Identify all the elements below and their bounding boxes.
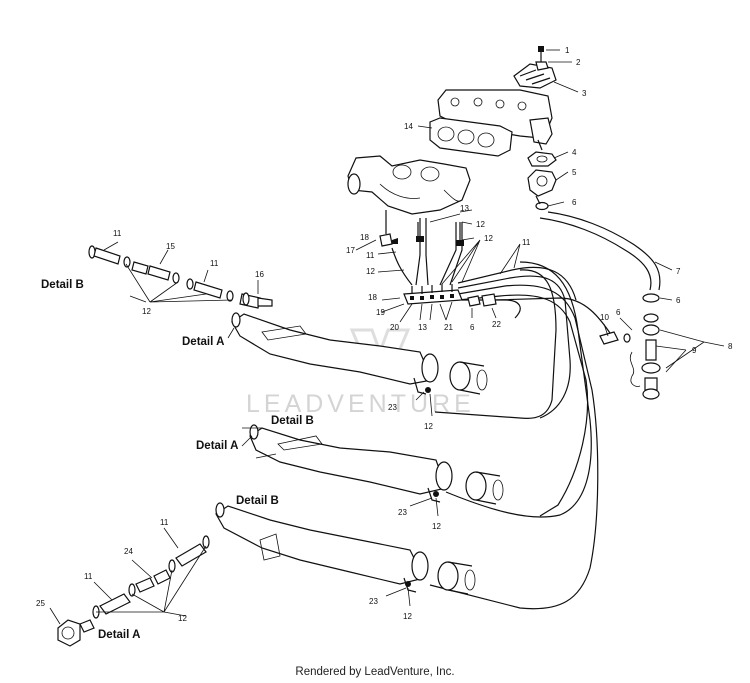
callout-9: 9 <box>692 346 697 355</box>
callout-6: 6 <box>616 308 621 317</box>
detail-a-label: Detail A <box>196 440 238 452</box>
detail-a-assembly <box>57 535 210 647</box>
callout-21: 21 <box>444 323 453 332</box>
callout-11: 11 <box>210 259 219 268</box>
callout-7: 7 <box>676 267 681 276</box>
callout-6: 6 <box>676 296 681 305</box>
callout-12: 12 <box>476 220 485 229</box>
callout-1: 1 <box>565 46 570 55</box>
gasket-14 <box>429 117 513 157</box>
callout-15: 15 <box>166 242 175 251</box>
callout-19: 19 <box>376 308 385 317</box>
callout-5: 5 <box>572 168 577 177</box>
callout-17: 17 <box>346 246 355 255</box>
callout-4: 4 <box>572 148 577 157</box>
callout-16: 16 <box>255 270 264 279</box>
callout-23: 23 <box>388 403 397 412</box>
thermostat-parts <box>527 139 557 211</box>
callout-12: 12 <box>142 307 151 316</box>
callout-12: 12 <box>484 234 493 243</box>
callout-12: 12 <box>403 612 412 621</box>
detail-labels: Detail B Detail A Detail B Detail A Deta… <box>41 279 314 641</box>
muffler-lower <box>215 502 476 595</box>
callout-numbers: 1 2 3 4 5 6 7 6 6 10 8 9 14 13 12 12 11 … <box>36 46 733 623</box>
callout-11: 11 <box>84 572 93 581</box>
callout-12: 12 <box>424 422 433 431</box>
callout-11: 11 <box>366 251 375 260</box>
callout-10: 10 <box>600 313 609 322</box>
callout-11: 11 <box>522 238 531 247</box>
callout-25: 25 <box>36 599 45 608</box>
bracket-assembly <box>513 46 557 89</box>
callout-13: 13 <box>418 323 427 332</box>
callout-20: 20 <box>390 323 399 332</box>
detail-b-label: Detail B <box>236 495 279 507</box>
callout-6: 6 <box>572 198 577 207</box>
right-clamp-stack <box>623 293 661 400</box>
fitting-bar <box>379 210 497 307</box>
callout-22: 22 <box>492 320 501 329</box>
leader-lines <box>49 49 725 625</box>
callout-24: 24 <box>124 547 133 556</box>
callout-12: 12 <box>432 522 441 531</box>
hose-10-end <box>599 331 619 345</box>
callout-13: 13 <box>460 204 469 213</box>
clamps-12 <box>405 387 439 587</box>
detail-a-label: Detail A <box>98 629 140 641</box>
watermark: LEADVENTURE <box>246 328 475 418</box>
callout-23: 23 <box>398 508 407 517</box>
detail-b-assembly <box>88 245 273 309</box>
muffler-middle <box>249 424 504 505</box>
footer-caption: Rendered by LeadVenture, Inc. <box>295 666 455 678</box>
callout-3: 3 <box>582 89 587 98</box>
callout-18: 18 <box>368 293 377 302</box>
detail-b-label: Detail B <box>41 279 84 291</box>
callout-2: 2 <box>576 58 581 67</box>
exhaust-manifold-lower <box>347 155 471 215</box>
detail-b-label: Detail B <box>271 415 314 427</box>
callout-12: 12 <box>366 267 375 276</box>
callout-6: 6 <box>470 323 475 332</box>
water-lines <box>391 211 661 610</box>
detail-a-label: Detail A <box>182 336 224 348</box>
callout-14: 14 <box>404 122 413 131</box>
callout-8: 8 <box>728 342 733 351</box>
watermark-text: LEADVENTURE <box>246 390 475 418</box>
callout-23: 23 <box>369 597 378 606</box>
callout-11: 11 <box>160 518 169 527</box>
callout-18: 18 <box>360 233 369 242</box>
muffler-upper <box>231 312 488 395</box>
callout-11: 11 <box>113 229 122 238</box>
callout-12: 12 <box>178 614 187 623</box>
